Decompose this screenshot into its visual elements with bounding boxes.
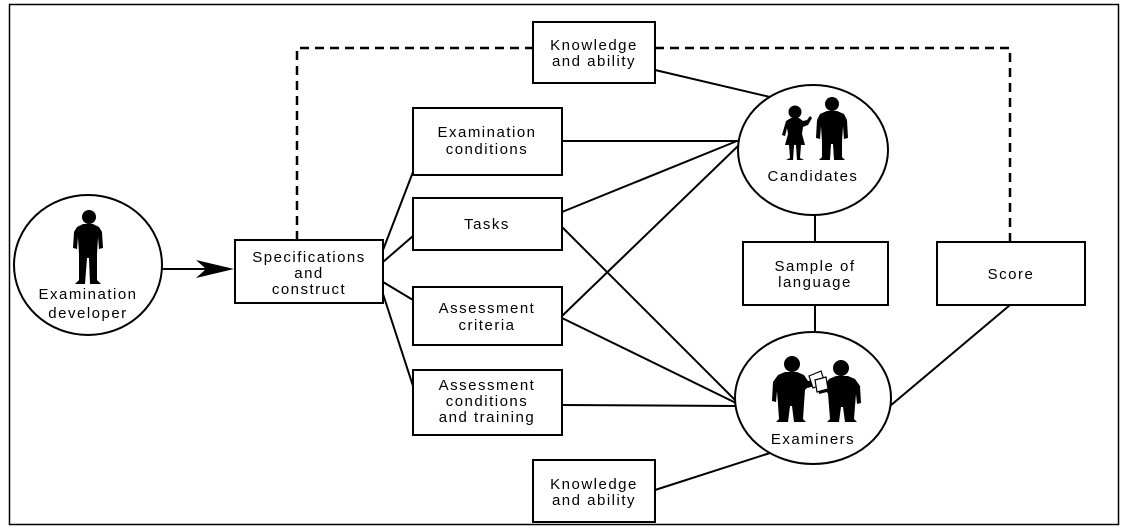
sample-of-language-node: Sample of language xyxy=(742,241,889,306)
man-figure xyxy=(816,97,848,160)
edge-specifications-to-examination-conditions xyxy=(382,171,414,251)
edge-specifications-to-tasks xyxy=(382,235,414,263)
examination-developer-label-line: Examination xyxy=(38,286,137,303)
paper-icon xyxy=(814,376,829,393)
two-people-talking-icon xyxy=(782,97,848,160)
edge-knowledge-to-candidates xyxy=(654,69,771,98)
edge-assessment-criteria-to-examiners xyxy=(561,317,737,404)
arrowhead-icon xyxy=(196,260,234,278)
examiners-label: Examiners xyxy=(771,431,855,448)
man-head xyxy=(825,97,839,111)
examination-developer-circle xyxy=(13,194,163,336)
knowledge-bottom-box xyxy=(532,459,656,523)
diagram-frame xyxy=(8,3,1120,526)
person-head xyxy=(82,210,96,224)
tasks-node: Tasks xyxy=(412,197,563,251)
man-body xyxy=(816,111,848,160)
knowledge-top-node: Knowledge and ability xyxy=(532,21,656,84)
edge-specifications-to-assessment-conditions xyxy=(382,293,414,387)
woman-legs xyxy=(786,145,804,160)
knowledge-top-label-line: and ability xyxy=(552,53,636,70)
examination-conditions-label-line: conditions xyxy=(446,141,529,158)
assessment-conditions-node: Assessment conditions and training xyxy=(412,369,563,436)
assessment-criteria-label-line: criteria xyxy=(458,317,515,334)
examination-developer-label-line: developer xyxy=(48,305,127,322)
sample-of-language-label-line: language xyxy=(778,274,852,291)
right-examiner-figure xyxy=(818,360,861,422)
candidates-node: Candidates xyxy=(737,84,889,216)
assessment-criteria-node: Assessment criteria xyxy=(412,286,563,346)
examiners-circle xyxy=(734,331,892,465)
specifications-box xyxy=(234,239,384,304)
edge-tasks-to-examiners xyxy=(561,226,737,402)
edge-assessment-criteria-to-candidates xyxy=(561,145,739,317)
dashed-connector-specifications-to-knowledge xyxy=(295,46,533,240)
candidates-circle xyxy=(737,84,889,216)
score-box xyxy=(936,241,1086,306)
assessment-conditions-label-line: and training xyxy=(439,409,535,426)
woman-figure xyxy=(782,105,812,160)
tasks-box xyxy=(412,197,563,251)
right-examiner-head xyxy=(833,360,849,376)
knowledge-bottom-label-line: Knowledge xyxy=(550,476,638,493)
score-node: Score xyxy=(936,241,1086,306)
edge-knowledge-to-examiners xyxy=(654,452,771,491)
examination-conditions-box xyxy=(412,107,563,176)
right-examiner-body xyxy=(818,376,861,422)
edge-specifications-to-assessment-criteria xyxy=(382,281,414,301)
left-examiner-body xyxy=(772,372,819,422)
assessment-criteria-box xyxy=(412,286,563,346)
specifications-node: Specifications and construct xyxy=(234,239,384,304)
score-label: Score xyxy=(988,266,1035,283)
edge-tasks-to-candidates xyxy=(561,140,738,213)
knowledge-top-label-line: Knowledge xyxy=(550,37,638,54)
specifications-label-line: construct xyxy=(272,281,346,298)
assessment-conditions-label-line: Assessment xyxy=(439,377,536,394)
candidates-label: Candidates xyxy=(768,168,859,185)
examiners-node: Examiners xyxy=(734,331,892,465)
edge-assessment-conditions-to-examiners xyxy=(561,404,737,407)
assessment-conditions-box xyxy=(412,369,563,436)
sample-of-language-box xyxy=(742,241,889,306)
specifications-label-line: Specifications xyxy=(252,249,366,266)
assessment-conditions-label-line: conditions xyxy=(446,393,529,410)
person-body xyxy=(73,224,103,284)
specifications-label-line: and xyxy=(294,265,324,282)
left-examiner-head xyxy=(784,356,800,372)
standing-person-icon xyxy=(73,210,103,284)
examination-developer-node: Examination developer xyxy=(13,194,163,336)
dashed-connector-knowledge-to-score xyxy=(655,46,1012,242)
two-people-exchanging-papers-icon xyxy=(772,356,861,422)
knowledge-bottom-node: Knowledge and ability xyxy=(532,459,656,523)
tasks-label-line: Tasks xyxy=(464,216,510,233)
assessment-criteria-label-line: Assessment xyxy=(439,300,536,317)
examination-conditions-label-line: Examination xyxy=(437,124,536,141)
examination-conditions-node: Examination conditions xyxy=(412,107,563,176)
knowledge-bottom-label-line: and ability xyxy=(552,492,636,509)
woman-head xyxy=(788,105,802,119)
sample-of-language-label-line: Sample of xyxy=(774,258,855,275)
left-examiner-figure xyxy=(772,356,819,422)
knowledge-top-box xyxy=(532,21,656,84)
edge-score-to-examiners xyxy=(889,304,1011,407)
woman-body xyxy=(782,116,812,145)
